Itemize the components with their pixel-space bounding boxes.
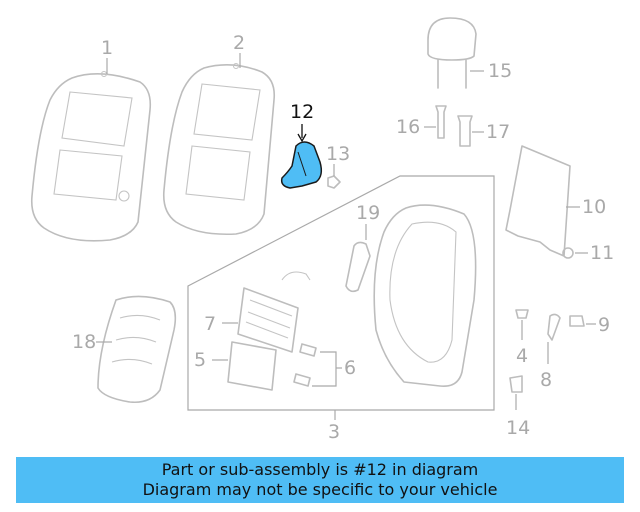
part-3-frame-assembly bbox=[187, 175, 495, 420]
part-7-lumbar-support bbox=[237, 271, 311, 353]
part-18-cushion-pad bbox=[97, 295, 177, 404]
part-number-10: 10 bbox=[582, 196, 606, 218]
part-number-13: 13 bbox=[326, 143, 350, 165]
part-4-bolt bbox=[515, 309, 529, 319]
part-number-2: 2 bbox=[233, 32, 245, 54]
part-16-guide bbox=[435, 105, 447, 139]
part-19-adjuster bbox=[345, 241, 371, 293]
seat-parts-diagram: 1 2 12 13 15 16 17 10 bbox=[30, 17, 614, 443]
part-number-11: 11 bbox=[590, 242, 614, 264]
info-banner: Part or sub-assembly is #12 in diagram D… bbox=[16, 457, 624, 503]
part-11-nut bbox=[562, 247, 574, 259]
part-14-clip bbox=[509, 375, 523, 393]
part-13-clip bbox=[327, 175, 341, 189]
part-number-18: 18 bbox=[72, 331, 96, 353]
part-number-7: 7 bbox=[204, 313, 216, 335]
part-number-12: 12 bbox=[290, 101, 314, 123]
part-6-connectors bbox=[293, 343, 342, 387]
part-number-6: 6 bbox=[344, 357, 356, 379]
part-number-1: 1 bbox=[101, 37, 113, 59]
part-number-3: 3 bbox=[328, 421, 340, 443]
banner-line-2: Diagram may not be specific to your vehi… bbox=[142, 480, 498, 499]
part-2-seatback-cover bbox=[162, 62, 276, 236]
part-number-5: 5 bbox=[194, 349, 206, 371]
part-15-headrest bbox=[427, 17, 477, 89]
part-8-lever bbox=[547, 313, 561, 341]
part-number-14: 14 bbox=[506, 417, 530, 439]
part-10-back-panel bbox=[505, 145, 571, 257]
part-17-guide bbox=[457, 115, 473, 147]
part-number-19: 19 bbox=[356, 202, 380, 224]
part-number-8: 8 bbox=[540, 369, 552, 391]
part-number-4: 4 bbox=[516, 345, 528, 367]
part-1-seatback-cover bbox=[30, 70, 152, 242]
part-12-trim-cover bbox=[280, 141, 323, 189]
part-number-17: 17 bbox=[486, 121, 510, 143]
part-9-cap bbox=[569, 315, 585, 327]
part-number-16: 16 bbox=[396, 116, 420, 138]
part-number-15: 15 bbox=[488, 60, 512, 82]
part-5-pad bbox=[227, 341, 277, 391]
banner-line-1: Part or sub-assembly is #12 in diagram bbox=[161, 460, 479, 479]
part-number-9: 9 bbox=[598, 314, 610, 336]
